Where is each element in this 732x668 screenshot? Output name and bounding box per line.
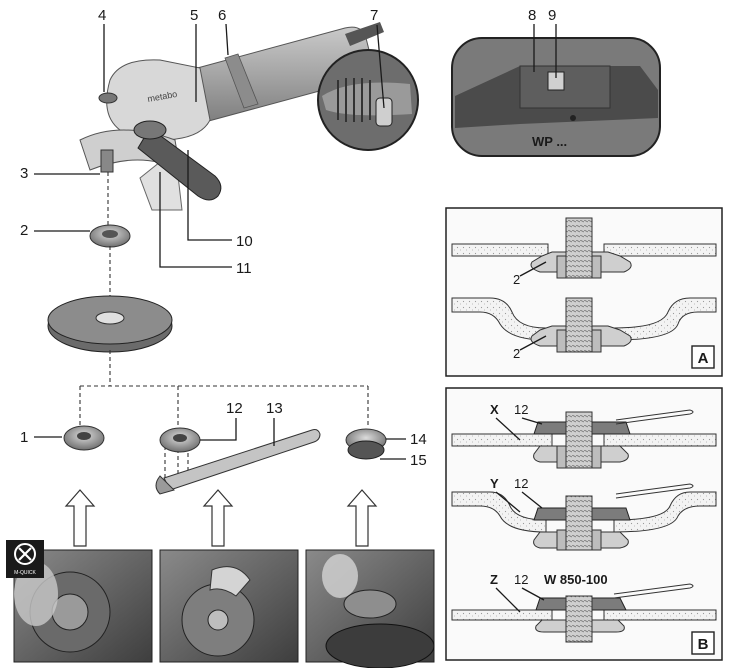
warning-badge-text: M-QUICK [14, 570, 36, 576]
callout-4: 4 [98, 7, 106, 24]
callout-9: 9 [548, 7, 556, 24]
panel-b-label: B [698, 636, 709, 653]
grinder-callouts: 4 5 6 3 10 11 [20, 7, 253, 277]
panel-b-y-label: Y [490, 476, 499, 491]
callout-7: 7 [370, 7, 378, 24]
panel-b-z-model: W 850-100 [544, 572, 608, 587]
panel-b: X 12 Y 12 Z 12 W 850-100 B [445, 387, 723, 661]
callout-15: 15 [410, 452, 427, 469]
callout-5: 5 [190, 7, 198, 24]
callout-10: 10 [236, 233, 253, 250]
callout-6: 6 [218, 7, 226, 24]
panel-b-x-part: 12 [514, 402, 528, 417]
callout-1: 1 [20, 429, 28, 446]
callout-12: 12 [226, 400, 243, 417]
callout-13: 13 [266, 400, 283, 417]
panel-b-z-label: Z [490, 572, 498, 587]
panel-a-label: A [698, 350, 709, 367]
callout-14: 14 [410, 431, 427, 448]
warning-badge: M-QUICK [6, 540, 44, 578]
callout-8: 8 [528, 7, 536, 24]
panel-b-x-label: X [490, 402, 499, 417]
arrow-up-icon [64, 489, 378, 547]
callout-3: 3 [20, 165, 28, 182]
panel-a-part-bottom: 2 [513, 346, 520, 361]
exploded-parts: 2 1 12 13 14 15 [20, 172, 427, 547]
panel-b-z-part: 12 [514, 572, 528, 587]
detail-switch-box: WP ... 8 9 [451, 7, 661, 157]
photo-strip [13, 549, 435, 668]
callout-2: 2 [20, 222, 28, 239]
detail-switch-round: 7 [317, 7, 419, 151]
wp-caption: WP ... [532, 134, 567, 149]
panel-a-part-top: 2 [513, 272, 520, 287]
angle-grinder: metabo [79, 22, 384, 211]
panel-b-y-part: 12 [514, 476, 528, 491]
panel-a: 2 2 A [445, 207, 723, 377]
callout-11: 11 [236, 260, 252, 277]
